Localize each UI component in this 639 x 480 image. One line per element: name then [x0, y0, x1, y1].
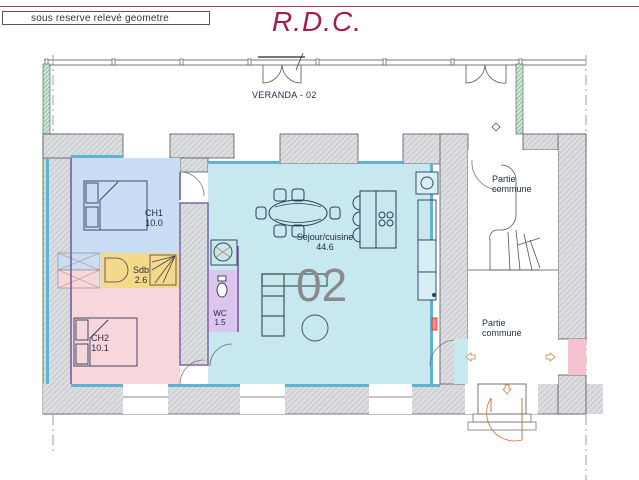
entrance: [454, 339, 586, 442]
doors: [179, 159, 501, 385]
header-rule: [0, 6, 639, 7]
sofa: [261, 273, 328, 337]
room-area: 44.6: [316, 242, 334, 252]
room-name: Sejour/cuisine: [296, 232, 354, 242]
room-label-ch1: CH1 10.0: [134, 208, 174, 228]
circulation-arrows: [465, 122, 556, 395]
structural-column: [179, 202, 209, 366]
veranda-label: VERANDA - 02: [252, 90, 317, 100]
room-name: Sdb: [132, 265, 149, 275]
room-area: 1.5: [214, 318, 226, 327]
kitchen-counter: [415, 171, 439, 331]
room-ch1: [71, 158, 180, 253]
dining-table: [255, 188, 341, 238]
room-label-wc: WC 1.5: [209, 309, 231, 327]
staircase: [468, 164, 558, 271]
bed-ch1: [83, 180, 148, 231]
room-label-sejour: Sejour/cuisine 44.6: [288, 232, 362, 252]
wc-fixtures: [210, 239, 238, 298]
kitchen-island: [352, 190, 397, 249]
room-name: CH1: [144, 208, 163, 218]
bottom-piers: [123, 384, 412, 414]
room-label-ch2: CH2 10.1: [80, 333, 120, 353]
bath-fixtures: [104, 254, 177, 286]
room-name: CH2: [90, 333, 109, 343]
room-ch2: [71, 288, 180, 384]
bed-ch2: [73, 317, 138, 367]
room-commune: [468, 150, 558, 384]
room-area: 10.0: [145, 218, 163, 228]
coffee-table: [301, 314, 329, 342]
room-area: 10.1: [91, 343, 109, 353]
apartment-number: 02: [296, 259, 348, 311]
room-area: 2.6: [134, 275, 148, 285]
room-label-sdb: Sdb 2.6: [127, 265, 155, 285]
floor-title: R.D.C.: [272, 6, 362, 37]
partitions: [70, 158, 239, 384]
survey-note: sous reserve relevé geometre: [2, 11, 210, 25]
room-name: WC: [213, 309, 227, 318]
